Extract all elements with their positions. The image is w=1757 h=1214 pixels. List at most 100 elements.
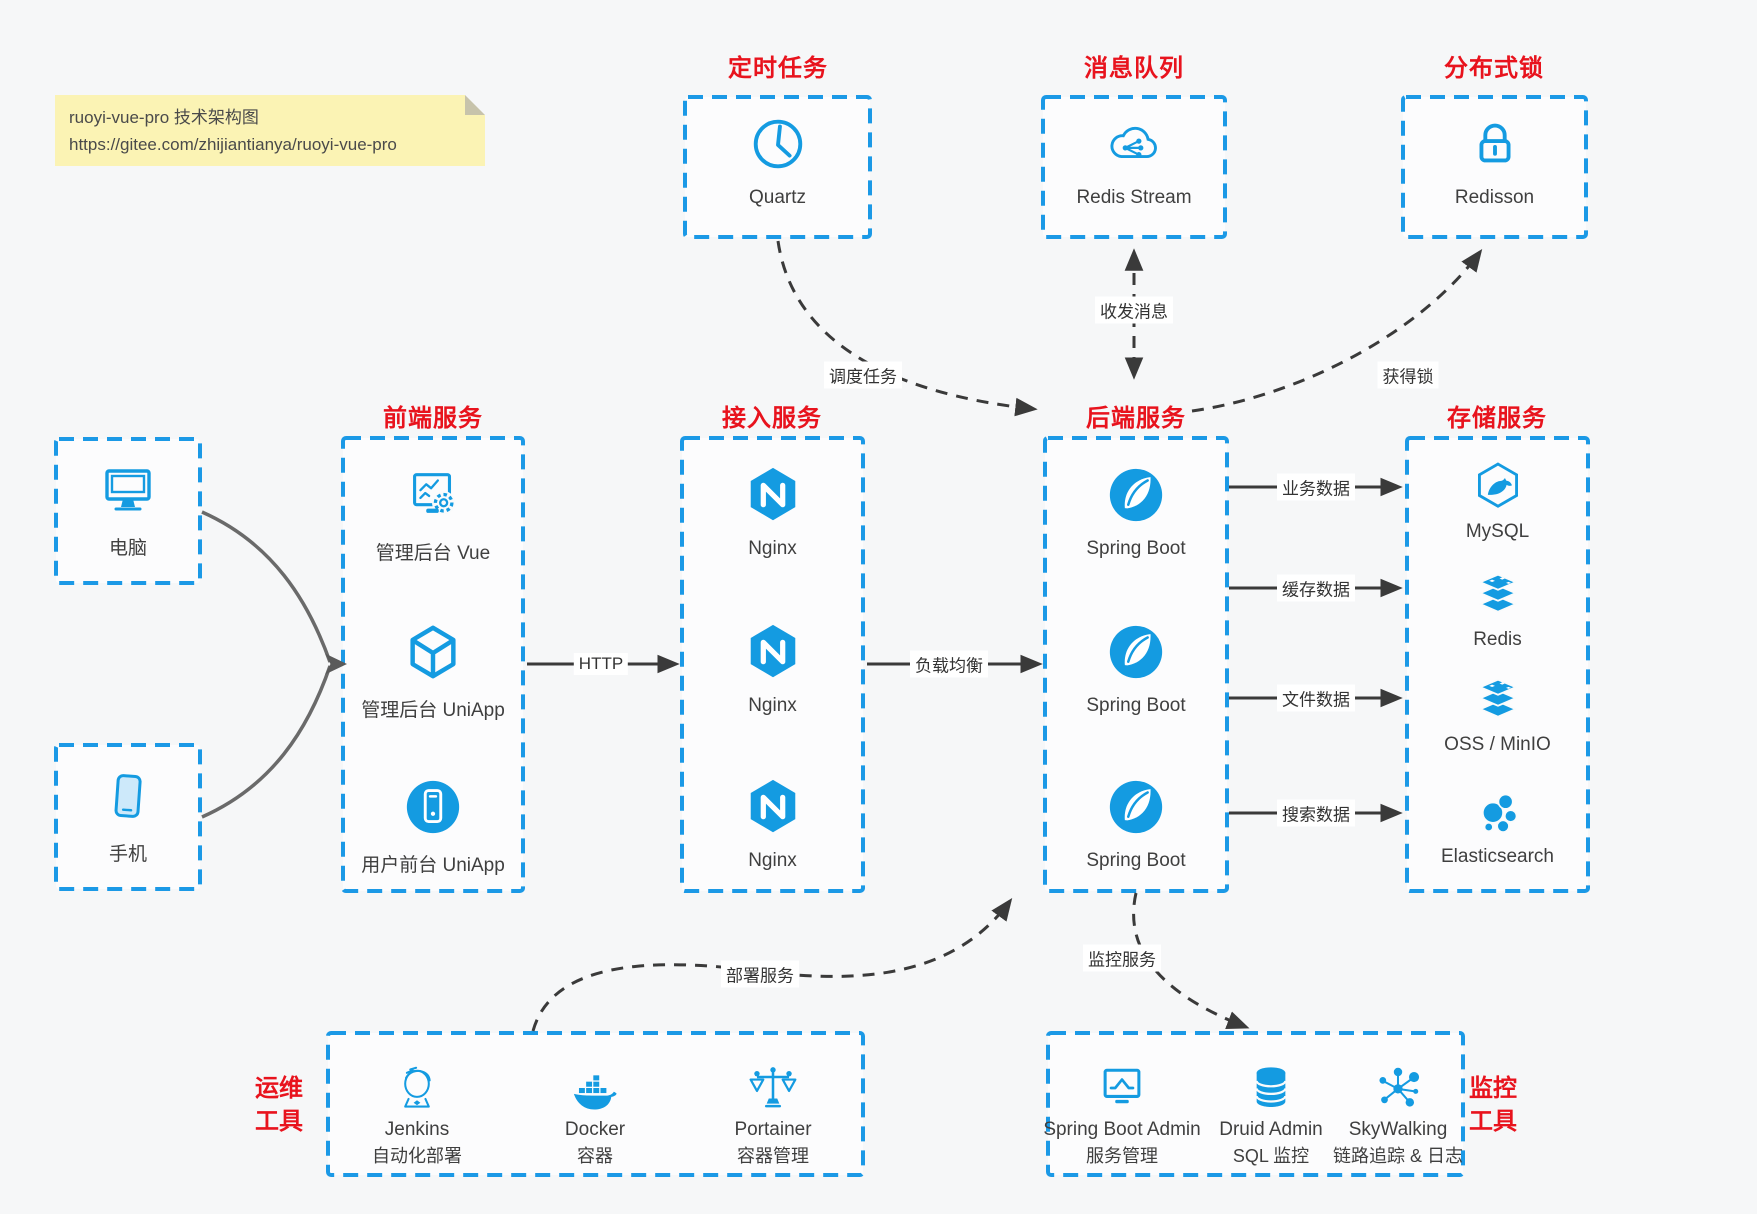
docker-whale-icon [568,1061,622,1115]
node-desc: 链路追踪 & 日志 [1332,1146,1463,1166]
node-label: MySQL [1465,521,1530,542]
node-oss-minio: OSS / MinIO [1407,672,1588,756]
node-nginx-2: Nginx [682,621,863,717]
node-docker: Docker 容器 [490,1061,700,1167]
node-admin-vue: 管理后台 Vue [343,464,523,565]
group-label-scheduled-task: 定时任务 [728,55,828,82]
node-nginx-1: Nginx [682,464,863,560]
node-pc-client: 电脑 [56,459,200,560]
edge-pc-to-frontend [201,510,332,663]
cloud-message-icon [1103,113,1165,175]
node-springboot-3: Spring Boot [1045,776,1227,872]
nginx-icon [742,621,804,683]
node-label: Spring Boot [1086,850,1186,871]
scales-icon [746,1061,800,1115]
group-label-gateway: 接入服务 [722,405,822,432]
database-icon [1244,1061,1298,1115]
node-desc: 服务管理 [1086,1146,1158,1166]
edge-label-monitor-service: 监控服务 [1083,944,1161,972]
node-label: Redis Stream [1076,187,1192,208]
group-label-frontend: 前端服务 [383,405,483,432]
node-user-uniapp: 用户前台 UniApp [343,776,523,877]
node-label: Druid Admin [1219,1119,1323,1140]
clock-icon [747,113,809,175]
jenkins-icon [390,1061,444,1115]
edge-label-load-balance: 负载均衡 [910,650,988,678]
padlock-icon [1464,113,1526,175]
node-label: SkyWalking [1348,1119,1448,1140]
node-label: 管理后台 UniApp [361,700,505,721]
mysql-icon [1471,459,1525,513]
topology-icon [1371,1061,1425,1115]
admin-screen-gear-icon [402,464,464,526]
note-url: https://gitee.com/zhijiantianya/ruoyi-vu… [69,135,397,154]
node-label: 手机 [108,844,147,865]
edge-label-schedule-task: 调度任务 [824,361,902,389]
node-portainer: Portainer 容器管理 [668,1061,878,1167]
sticky-note: ruoyi-vue-pro 技术架构图 https://gitee.com/zh… [55,95,485,166]
mobile-phone-icon [96,765,160,829]
node-label: OSS / MinIO [1444,734,1551,755]
node-label: Docker [564,1119,626,1140]
node-label: 管理后台 Vue [375,543,491,564]
node-desc: SQL 监控 [1232,1146,1310,1166]
node-skywalking: SkyWalking 链路追踪 & 日志 [1293,1061,1503,1167]
node-label: Spring Boot [1086,538,1186,559]
node-label: Spring Boot Admin [1043,1119,1201,1140]
node-springboot-2: Spring Boot [1045,621,1227,717]
edge-phone-to-frontend [201,665,332,819]
edge-label-search-data: 搜索数据 [1277,799,1355,827]
node-nginx-3: Nginx [682,776,863,872]
mobile-app-circle-icon [402,776,464,838]
node-spring-boot-admin: Spring Boot Admin 服务管理 [1017,1061,1227,1167]
group-label-distributed-lock: 分布式锁 [1444,55,1544,82]
node-label: Redis [1473,629,1522,650]
edge-label-http: HTTP [573,653,629,675]
node-label: Jenkins [384,1119,450,1140]
node-label: Quartz [748,187,807,208]
edge-label-cache-data: 缓存数据 [1277,574,1355,602]
edge-label-send-receive-message: 收发消息 [1095,296,1173,324]
node-label: Redisson [1454,187,1535,208]
node-label: Spring Boot [1086,695,1186,716]
node-jenkins: Jenkins 自动化部署 [312,1061,522,1167]
node-phone-client: 手机 [56,765,200,866]
node-label: Nginx [748,538,797,559]
node-desc: 自动化部署 [372,1146,462,1166]
monitoring-tools-label: 监控 工具 [1469,1075,1517,1135]
node-label: 用户前台 UniApp [361,855,505,876]
ops-tools-label: 运维 工具 [255,1075,303,1135]
spring-boot-icon [1105,464,1167,526]
node-label: Nginx [748,695,797,716]
node-springboot-1: Spring Boot [1045,464,1227,560]
node-redisson: Redisson [1403,113,1586,209]
monitor-chart-icon [1095,1061,1149,1115]
node-redis-stream: Redis Stream [1043,113,1225,209]
group-label-storage: 存储服务 [1447,405,1547,432]
node-mysql: MySQL [1407,459,1588,543]
object-storage-icon [1471,672,1525,726]
node-quartz: Quartz [685,113,870,209]
node-redis: Redis [1407,567,1588,651]
group-label-message-queue: 消息队列 [1084,55,1184,82]
node-admin-uniapp: 管理后台 UniApp [343,621,523,722]
spring-boot-icon [1105,776,1167,838]
node-desc: 容器管理 [737,1146,809,1166]
edge-label-deploy-service: 部署服务 [721,960,799,988]
edge-label-business-data: 业务数据 [1277,473,1355,501]
node-label: 电脑 [108,538,147,559]
edge-label-file-data: 文件数据 [1277,684,1355,712]
node-elasticsearch: Elasticsearch [1407,784,1588,868]
uniapp-cube-icon [402,621,464,683]
desktop-icon [96,459,160,523]
note-title: ruoyi-vue-pro 技术架构图 [69,108,259,127]
nginx-icon [742,776,804,838]
edge-label-acquire-lock: 获得锁 [1377,361,1439,389]
node-druid-admin: Druid Admin SQL 监控 [1166,1061,1376,1167]
node-label: Elasticsearch [1441,846,1554,867]
node-desc: 容器 [577,1146,613,1166]
spring-boot-icon [1105,621,1167,683]
edge-schedule-task [776,240,1038,417]
node-label: Nginx [748,850,797,871]
